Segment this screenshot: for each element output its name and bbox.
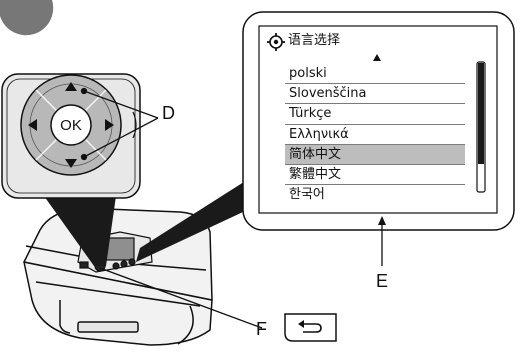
ok-button[interactable] [50,104,92,146]
list-item[interactable]: Slovenščina [289,86,367,102]
dpad-panel [1,73,141,199]
gear-icon [267,33,285,51]
dpad-down-arrow-icon[interactable] [65,159,77,168]
list-item[interactable]: Türkçe [289,106,332,122]
page-marker-circle [0,0,54,36]
zoom-wedge-screen [136,180,258,262]
dpad-up-arrow-icon[interactable] [65,82,77,91]
callout-f-line [99,267,263,329]
scrollbar-thumb[interactable] [478,63,484,164]
callout-label-d: D [162,103,175,123]
list-item[interactable]: 简体中文 [285,144,465,164]
list-separator [285,83,465,85]
list-separator [285,184,465,186]
callout-e-line [378,216,386,266]
dpad-left-arrow-icon[interactable] [28,119,37,131]
list-separator [285,103,465,105]
dpad-right-arrow-icon[interactable] [105,119,114,131]
list-item[interactable]: Ελληνικά [289,126,349,142]
list-separator [285,123,465,125]
list-separator [285,164,465,165]
back-arrow-icon [298,320,322,333]
callout-label-e: E [376,271,389,291]
list-item[interactable]: 繁體中文 [289,167,342,182]
list-item[interactable]: 한국어 [289,187,325,203]
zoom-wedge-dpad [44,196,116,266]
scroll-up-triangle-icon[interactable] [373,54,381,61]
list-separator [285,143,465,145]
callout-label-f: F [256,319,267,339]
list-item[interactable]: polski [289,66,327,81]
callout-d-lines [80,87,159,161]
back-button[interactable] [284,313,337,342]
screen-title: 语言选择 [288,33,341,48]
ok-button-label: OK [60,117,82,134]
